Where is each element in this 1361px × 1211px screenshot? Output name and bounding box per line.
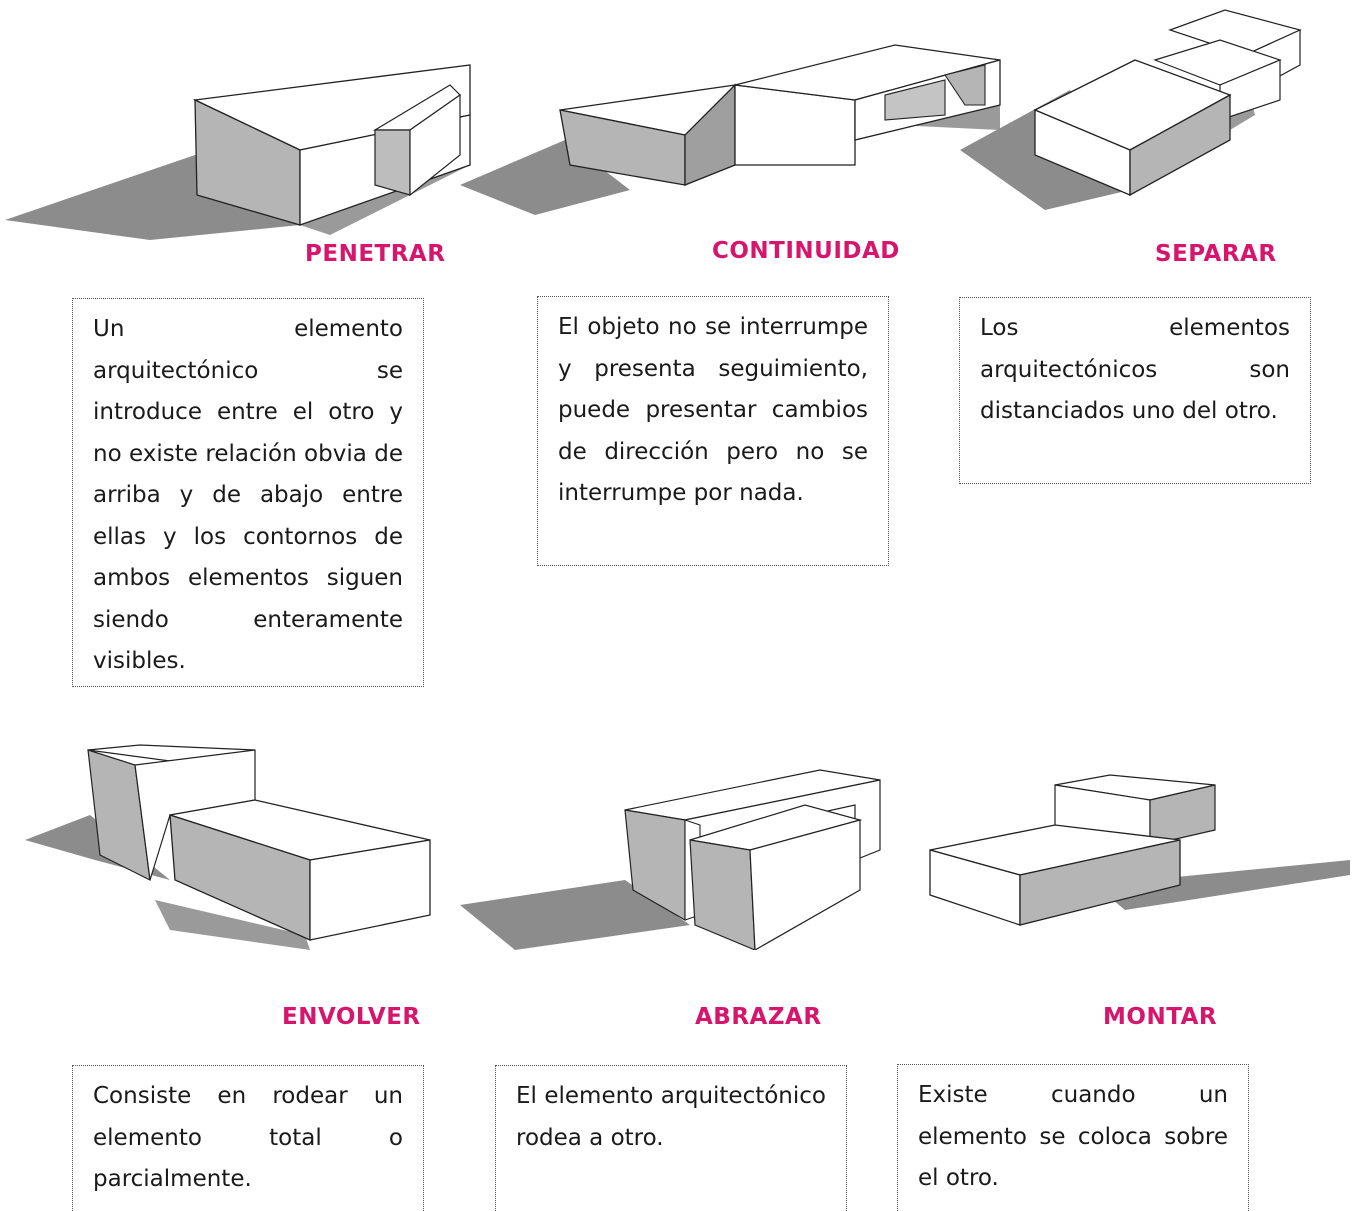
continuidad-illustration xyxy=(455,35,1010,220)
montar-description-box: Existe cuando un elemento se coloca sobr… xyxy=(897,1064,1249,1211)
abrazar-description-box: El elemento arquitectónico rodea a otro. xyxy=(495,1065,847,1211)
abrazar-illustration xyxy=(455,765,890,950)
separar-illustration xyxy=(955,5,1310,220)
envolver-title: ENVOLVER xyxy=(282,1004,421,1030)
continuidad-title: CONTINUIDAD xyxy=(712,238,900,264)
envolver-description: Consiste en rodear un elemento total o p… xyxy=(93,1083,403,1192)
penetrar-description: Un elemento arquitectónico se introduce … xyxy=(93,316,403,674)
abrazar-title: ABRAZAR xyxy=(695,1004,822,1030)
envolver-illustration xyxy=(20,735,440,950)
penetrar-title: PENETRAR xyxy=(305,241,446,267)
montar-illustration xyxy=(925,770,1355,930)
penetrar-illustration xyxy=(0,55,480,240)
penetrar-description-box: Un elemento arquitectónico se introduce … xyxy=(72,298,424,687)
montar-title: MONTAR xyxy=(1103,1004,1218,1030)
separar-title: SEPARAR xyxy=(1155,241,1277,267)
continuidad-description: El objeto no se interrumpe y presenta se… xyxy=(558,314,868,506)
montar-description: Existe cuando un elemento se coloca sobr… xyxy=(918,1082,1228,1191)
continuidad-description-box: El objeto no se interrumpe y presenta se… xyxy=(537,296,889,566)
abrazar-description: El elemento arquitectónico rodea a otro. xyxy=(516,1083,826,1151)
separar-description-box: Los elementos arquitectónicos son distan… xyxy=(959,297,1311,484)
separar-description: Los elementos arquitectónicos son distan… xyxy=(980,315,1290,424)
envolver-description-box: Consiste en rodear un elemento total o p… xyxy=(72,1065,424,1211)
